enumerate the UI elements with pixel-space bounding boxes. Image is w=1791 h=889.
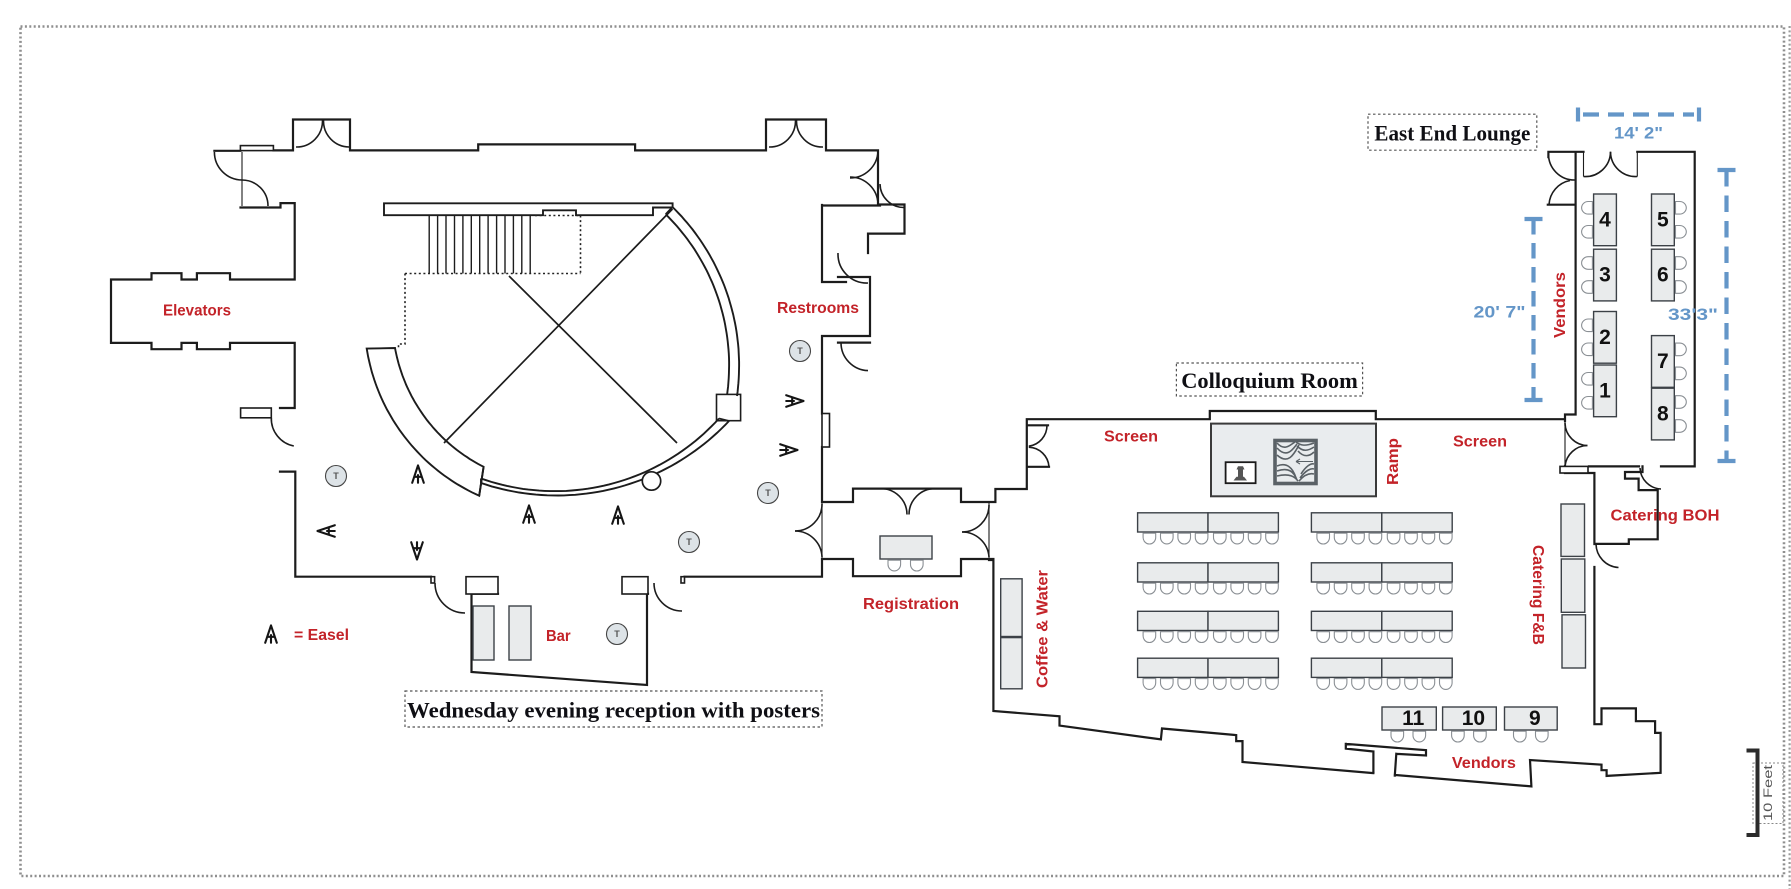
svg-text:Restrooms: Restrooms bbox=[777, 300, 859, 317]
svg-text:5: 5 bbox=[1657, 208, 1669, 231]
svg-text:Catering BOH: Catering BOH bbox=[1611, 508, 1720, 525]
svg-text:Elevators: Elevators bbox=[163, 303, 231, 320]
svg-text:11: 11 bbox=[1402, 707, 1425, 730]
svg-text:T: T bbox=[686, 537, 692, 547]
svg-text:4: 4 bbox=[1599, 208, 1611, 231]
svg-text:7: 7 bbox=[1657, 350, 1669, 373]
svg-text:T: T bbox=[765, 488, 771, 498]
svg-text:Wednesday evening reception wi: Wednesday evening reception with posters bbox=[407, 698, 820, 723]
svg-text:2: 2 bbox=[1599, 326, 1611, 349]
svg-text:East End Lounge: East End Lounge bbox=[1374, 121, 1530, 146]
svg-text:20' 7": 20' 7" bbox=[1474, 304, 1526, 322]
svg-text:Vendors: Vendors bbox=[1452, 755, 1516, 772]
svg-text:Ramp: Ramp bbox=[1385, 438, 1402, 485]
svg-text:10 Feet: 10 Feet bbox=[1761, 764, 1775, 821]
svg-text:Bar: Bar bbox=[546, 628, 571, 645]
svg-text:T: T bbox=[614, 629, 620, 639]
svg-text:Screen: Screen bbox=[1453, 434, 1507, 451]
svg-text:9: 9 bbox=[1529, 707, 1541, 730]
svg-text:1: 1 bbox=[1599, 379, 1611, 402]
svg-text:8: 8 bbox=[1657, 403, 1669, 426]
svg-text:Screen: Screen bbox=[1104, 429, 1158, 446]
svg-text:Registration: Registration bbox=[863, 596, 959, 613]
svg-text:Coffee & Water: Coffee & Water bbox=[1035, 570, 1052, 688]
svg-text:Vendors: Vendors bbox=[1552, 272, 1569, 338]
svg-text:Colloquium Room: Colloquium Room bbox=[1181, 368, 1358, 393]
svg-text:T: T bbox=[797, 346, 803, 356]
svg-text:33'3": 33'3" bbox=[1668, 306, 1718, 324]
svg-text:3: 3 bbox=[1599, 264, 1611, 287]
svg-text:6: 6 bbox=[1657, 264, 1669, 287]
svg-text:Catering F&B: Catering F&B bbox=[1529, 545, 1546, 645]
svg-text:T: T bbox=[333, 471, 339, 481]
svg-text:10: 10 bbox=[1462, 707, 1485, 730]
svg-text:14' 2": 14' 2" bbox=[1614, 125, 1663, 143]
svg-text:= Easel: = Easel bbox=[294, 627, 349, 644]
